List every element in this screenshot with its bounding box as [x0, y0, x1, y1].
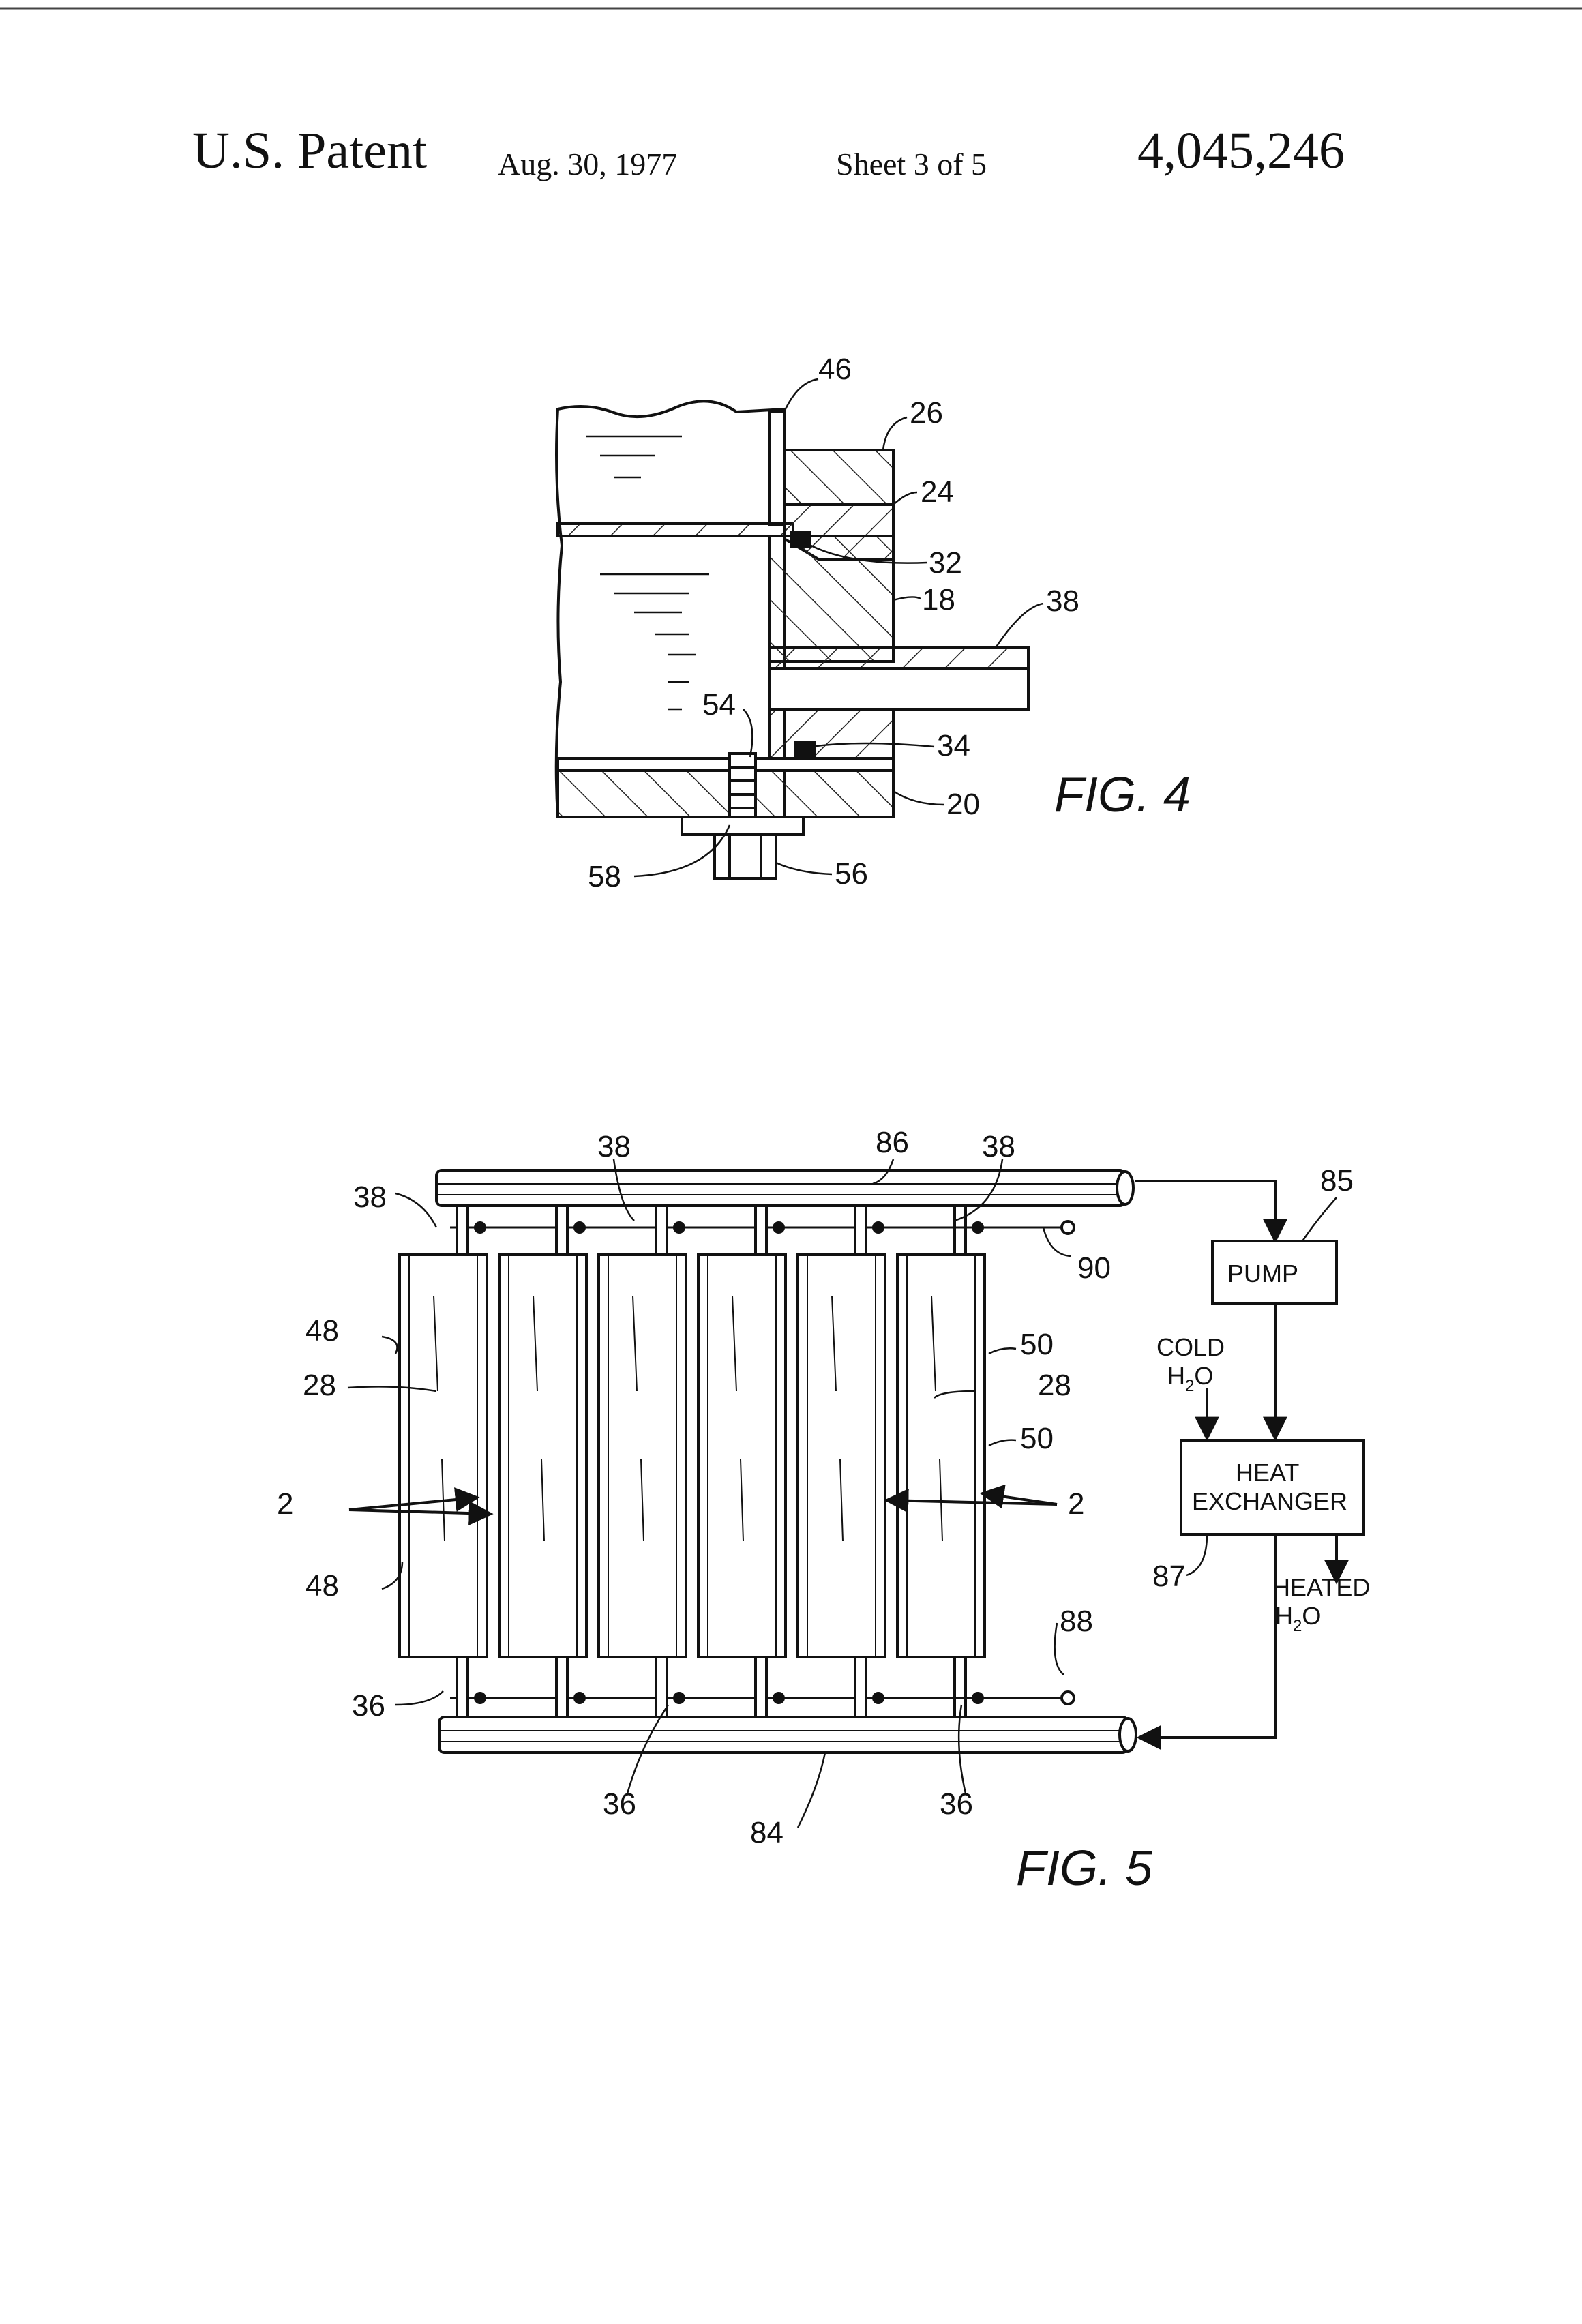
label-58: 58	[588, 860, 621, 893]
label-90: 90	[1077, 1251, 1111, 1285]
label-48-b: 48	[305, 1569, 339, 1603]
heat-exchanger-label-line2: EXCHANGER	[1192, 1487, 1347, 1515]
label-26: 26	[910, 396, 943, 430]
label-36-a: 36	[352, 1689, 385, 1723]
label-38: 38	[1046, 584, 1079, 618]
collector-panel-1	[400, 1255, 487, 1657]
label-38-b: 38	[982, 1130, 1015, 1163]
label-24: 24	[921, 475, 954, 509]
collector-panel-6	[897, 1255, 985, 1657]
label-2-b: 2	[1068, 1487, 1084, 1521]
label-56: 56	[835, 857, 868, 891]
label-85: 85	[1320, 1164, 1354, 1197]
label-38-c: 38	[353, 1180, 387, 1214]
collector-panel-2	[499, 1255, 586, 1657]
label-34: 34	[937, 729, 970, 762]
label-87: 87	[1152, 1560, 1186, 1593]
fig4-caption: FIG. 4	[1054, 768, 1191, 822]
label-38-a: 38	[597, 1130, 631, 1163]
label-50-a: 50	[1020, 1328, 1054, 1361]
label-50-b: 50	[1020, 1422, 1054, 1455]
label-88: 88	[1060, 1605, 1093, 1638]
label-2-a: 2	[277, 1487, 293, 1521]
label-86: 86	[876, 1126, 909, 1159]
label-36-b: 36	[603, 1787, 636, 1821]
label-28-b: 28	[1038, 1369, 1071, 1402]
label-46: 46	[818, 353, 852, 386]
label-32: 32	[929, 546, 962, 580]
label-36-c: 36	[940, 1787, 973, 1821]
label-28-a: 28	[303, 1369, 336, 1402]
fig5-caption: FIG. 5	[1016, 1841, 1153, 1896]
collector-panel-4	[698, 1255, 786, 1657]
cold-water-label: COLD	[1156, 1333, 1225, 1361]
collector-panel-5	[798, 1255, 885, 1657]
label-18: 18	[922, 583, 955, 616]
heated-water-formula: H2O	[1275, 1602, 1321, 1635]
label-84: 84	[750, 1816, 783, 1849]
pump-label: PUMP	[1227, 1260, 1298, 1287]
heated-water-label: HEATED	[1272, 1573, 1370, 1601]
label-54: 54	[702, 688, 736, 721]
heat-exchanger-label-line1: HEAT	[1236, 1459, 1299, 1487]
label-20: 20	[946, 788, 980, 821]
collector-panel-3	[599, 1255, 686, 1657]
label-48-a: 48	[305, 1314, 339, 1347]
